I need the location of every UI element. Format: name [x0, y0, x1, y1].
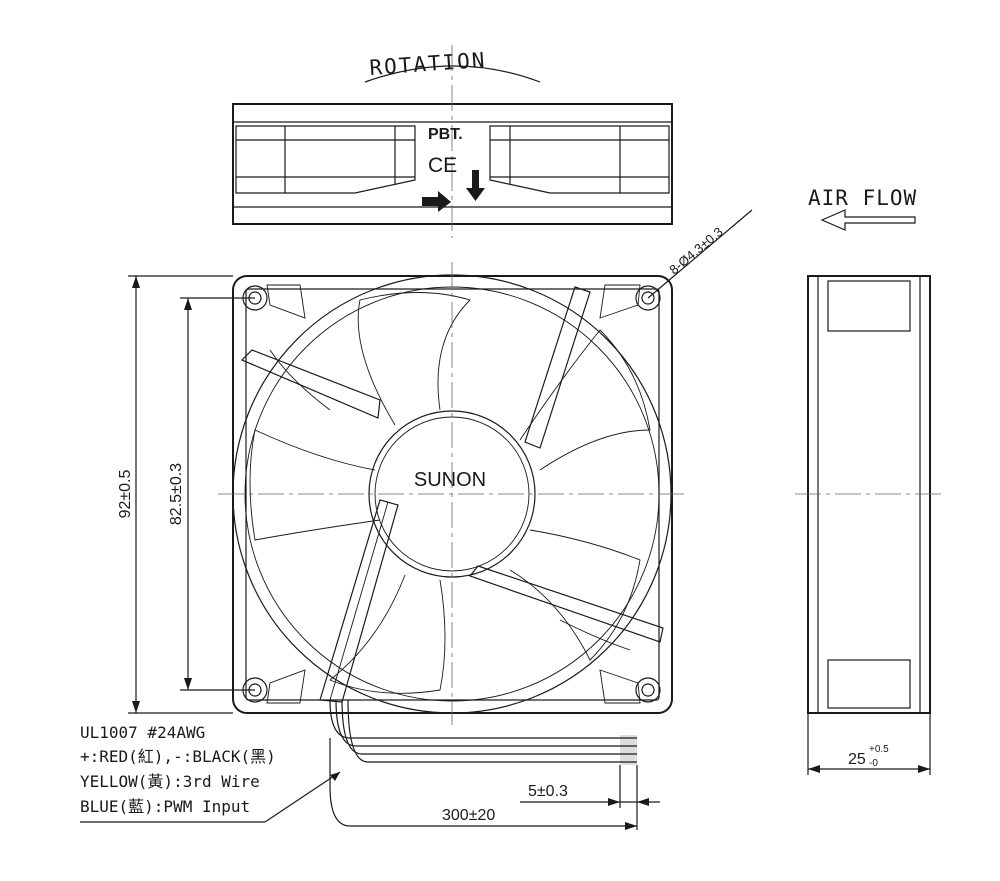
airflow-arrow-icon: [820, 209, 916, 231]
wire-notes: UL1007 #24AWG +:RED(紅),-:BLACK(黑) YELLOW…: [80, 723, 276, 823]
strip-dim-label: 5±0.3: [528, 783, 568, 800]
top-view: ROTATION PBT. CE: [232, 45, 673, 238]
wire-spec: UL1007 #24AWG: [80, 723, 205, 742]
hole-spec-leader: [647, 209, 753, 299]
pitch-dim-label: 82.5±0.3: [168, 463, 185, 525]
airflow-arrow-icon: [466, 170, 485, 201]
material-label: PBT.: [428, 126, 463, 143]
mounting-hole: [635, 677, 661, 703]
spokes: [240, 286, 664, 703]
wire-harness: 5±0.3 300±20: [264, 699, 660, 830]
impeller-blades: [249, 292, 651, 694]
rotation-arrow-icon: [422, 191, 451, 212]
wire-power: +:RED(紅),-:BLACK(黑): [80, 747, 276, 766]
ce-mark: CE: [428, 154, 457, 177]
fan-frame: [232, 275, 673, 714]
wire-note-leader: [264, 771, 341, 823]
wire-fourth: BLUE(藍):PWM Input: [80, 797, 250, 816]
lead-length-dim-line: [329, 738, 637, 827]
rotation-label: ROTATION: [369, 48, 488, 80]
depth-dim-label: 25: [848, 751, 866, 768]
airflow-label: AIR FLOW: [808, 186, 917, 210]
hole-spec-label: 8-Ø4.3±0.3: [666, 224, 725, 277]
top-view-frame: [232, 103, 673, 225]
front-view: SUNON 8-Ø4.3±0.3 92±0.5 82.5±0.3: [117, 209, 753, 725]
side-view: AIR FLOW 25 +0.5 -0: [795, 186, 943, 775]
side-frame: [807, 275, 931, 714]
depth-tol-upper: +0.5: [869, 744, 889, 755]
lead-length-dim-label: 300±20: [442, 807, 495, 824]
width-dim-label: 92±0.5: [117, 469, 134, 518]
wire-third: YELLOW(黃):3rd Wire: [80, 772, 260, 791]
mounting-hole: [635, 285, 661, 311]
depth-tol-lower: -0: [869, 758, 878, 769]
rotation-arc: [364, 65, 541, 83]
brand-label: SUNON: [414, 469, 486, 491]
